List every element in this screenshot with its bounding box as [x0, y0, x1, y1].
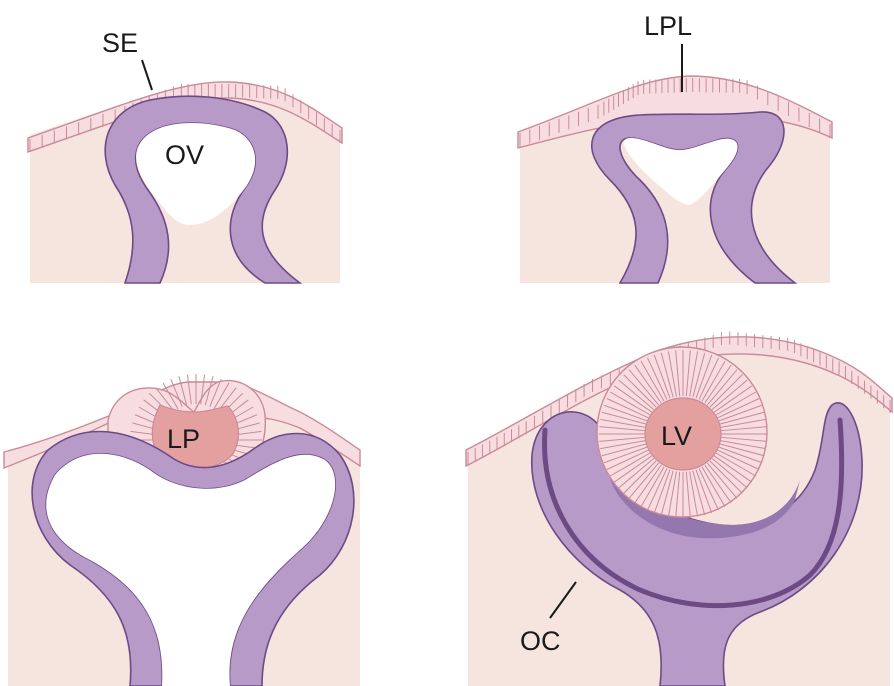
lens-cell-wall	[600, 418, 646, 428]
lens-cell-wall	[667, 351, 677, 397]
lens-cell-wall	[603, 446, 648, 464]
lens-cell-wall	[711, 458, 748, 489]
panel-lens-pit: LP	[3, 374, 361, 686]
lens-cell-wall	[204, 376, 214, 406]
lens-cell-wall	[701, 361, 726, 402]
lens-cell-wall	[692, 470, 706, 516]
lens-cell-wall	[695, 469, 713, 514]
lens-cell-wall	[707, 369, 738, 406]
lens-vesicle-cavity	[644, 397, 722, 471]
lens-cell-wall	[653, 354, 671, 399]
lens-cell-wall	[628, 369, 659, 406]
lens-cell-wall	[170, 378, 183, 407]
lens-cell-wall	[718, 446, 763, 464]
lens-cell-wall	[623, 374, 657, 408]
lens-cell-wall	[718, 404, 763, 422]
lens-cell-wall	[719, 411, 765, 425]
lens-cell-wall	[711, 379, 748, 410]
lens-cell-wall	[689, 471, 699, 517]
lens-cell-wall	[599, 426, 646, 432]
lens-cell-wall	[600, 440, 646, 450]
lens-cell-wall	[606, 449, 649, 470]
lens-cell-wall	[707, 462, 738, 499]
lens-cell-wall	[685, 471, 691, 518]
lens-cell-wall	[613, 455, 653, 483]
label-lv: LV	[661, 421, 692, 451]
optic-vesicle-lumen	[136, 123, 256, 225]
lens-cell-wall	[689, 351, 699, 397]
lens-cell-wall	[640, 361, 665, 402]
panel-lens-vesicle: OC LV	[465, 331, 893, 686]
lens-cell-wall	[606, 398, 649, 419]
optic-cup-lumen	[46, 453, 336, 686]
lens-cell-wall	[717, 449, 760, 470]
lens-cell-wall	[715, 452, 756, 477]
lens-cell-wall	[704, 464, 732, 504]
lens-cell-wall	[709, 460, 743, 494]
lens-cell-wall	[715, 391, 756, 416]
lens-cell-wall	[720, 440, 766, 450]
lens-cell-wall	[209, 378, 222, 407]
lens-cell-wall	[667, 471, 677, 517]
lens-cell-wall	[647, 357, 668, 400]
lens-cell-wall	[675, 471, 681, 518]
lens-cell-wall	[599, 436, 646, 442]
lens-cell-wall	[613, 385, 653, 413]
lens-cell-wall	[200, 374, 206, 405]
ectoderm-cell-divisions	[519, 78, 831, 147]
label-oc: OC	[520, 626, 561, 656]
lens-cell-wall	[610, 391, 651, 416]
lens-cell-wall	[634, 364, 662, 404]
lens-cell-wall	[628, 462, 659, 499]
oc-leader-line	[549, 581, 577, 619]
lens-cell-wall	[701, 466, 726, 507]
label-ov: OV	[165, 140, 204, 170]
lens-vesicle-cell-rays	[599, 350, 767, 518]
lens-cell-wall	[675, 350, 681, 397]
lens-cell-wall	[713, 385, 753, 413]
lens-cell-wall	[704, 364, 732, 404]
lens-cell-wall	[698, 357, 719, 400]
panel-lens-placode: LPL	[517, 11, 833, 284]
label-lp: LP	[167, 424, 200, 454]
label-lpl: LPL	[644, 11, 692, 41]
lens-cell-wall	[719, 443, 765, 457]
lens-cell-wall	[178, 376, 188, 406]
lens-cell-wall	[162, 382, 179, 410]
lens-cell-wall	[634, 464, 662, 504]
lens-cell-wall	[155, 387, 175, 412]
lens-cell-wall	[720, 436, 767, 442]
lens-cell-wall	[713, 455, 753, 483]
lens-cell-wall	[601, 443, 647, 457]
lens-cell-wall	[213, 382, 230, 410]
label-se: SE	[102, 28, 138, 58]
panel-optic-vesicle: SE OV	[27, 28, 343, 284]
lens-cell-wall	[695, 354, 713, 399]
se-leader-line	[141, 59, 153, 91]
lens-cell-wall	[640, 466, 665, 507]
lens-cell-wall	[720, 418, 766, 428]
lens-cell-wall	[692, 352, 706, 398]
lens-cell-wall	[660, 352, 674, 398]
lens-cell-wall	[610, 452, 651, 477]
optic-vesicle-lumen	[624, 137, 738, 205]
lens-cell-wall	[717, 398, 760, 419]
lens-cell-wall	[601, 411, 647, 425]
lens-cell-wall	[603, 404, 648, 422]
lens-cell-wall	[618, 458, 655, 489]
lens-cell-wall	[720, 426, 767, 432]
optic-cup-dark-band	[542, 417, 845, 609]
lens-cell-wall	[698, 468, 719, 511]
lens-cell-wall	[647, 468, 668, 511]
lens-cell-wall	[618, 379, 655, 410]
lens-cell-wall	[186, 374, 192, 405]
lens-cell-wall	[623, 460, 657, 494]
lens-cell-wall	[709, 374, 743, 408]
lens-cell-wall	[685, 350, 691, 397]
lens-cell-wall	[653, 469, 671, 514]
lens-cell-wall	[660, 470, 674, 516]
